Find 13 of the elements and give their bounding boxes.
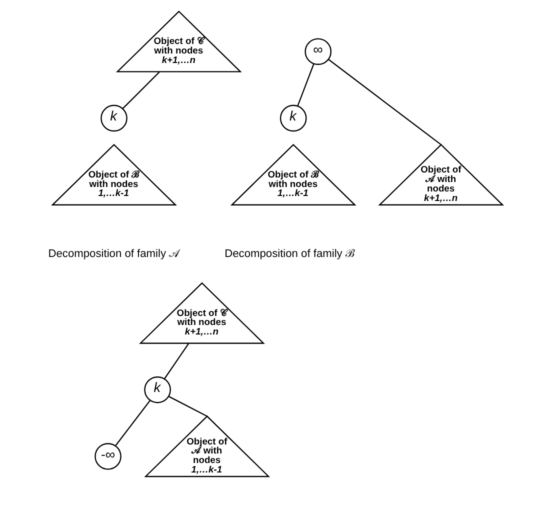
node-circle: k [144, 376, 170, 404]
connector [114, 400, 150, 446]
label: Decomposition of family ℬ [224, 248, 354, 260]
connector [296, 64, 314, 106]
node-circle: -∞ [94, 443, 121, 470]
connector [328, 59, 441, 146]
connector [122, 72, 160, 110]
connector [168, 396, 207, 417]
node-circle: k [279, 104, 306, 132]
node-circle: k [100, 104, 127, 132]
connector [163, 343, 189, 380]
node-circle: ∞ [304, 38, 332, 65]
label: Decomposition of family 𝒜 [48, 248, 179, 260]
